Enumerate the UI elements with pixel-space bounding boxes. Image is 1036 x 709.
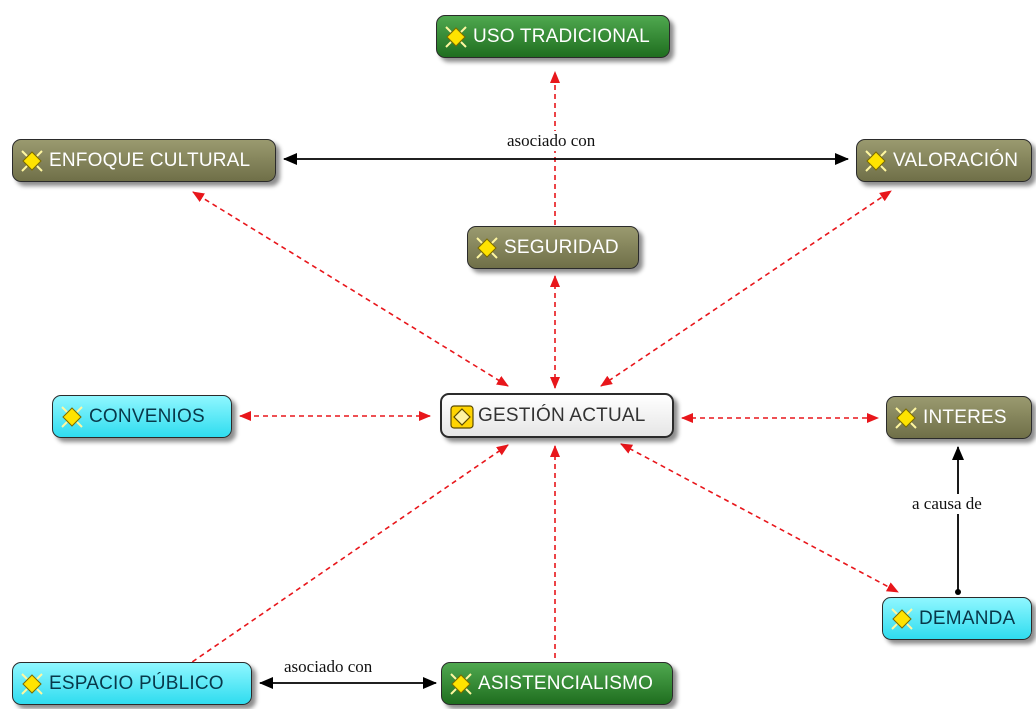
node-label: DEMANDA — [919, 607, 1016, 629]
node-uso-tradicional[interactable]: USO TRADICIONAL — [436, 15, 670, 58]
root-concept-icon — [450, 404, 474, 429]
node-label: ESPACIO PÚBLICO — [49, 672, 224, 694]
node-enfoque-cultural[interactable]: ENFOQUE CULTURAL — [12, 139, 276, 182]
concept-icon — [450, 672, 472, 695]
node-label: VALORACIÓN — [893, 149, 1019, 171]
link-gestion-enfoque-cultural[interactable] — [192, 191, 509, 387]
node-gestion-actual[interactable]: GESTIÓN ACTUAL — [440, 393, 674, 438]
concept-icon — [895, 406, 917, 429]
link-label-asociado-con-bottom: asociado con — [282, 657, 375, 677]
link-gestion-valoracion[interactable] — [600, 190, 892, 387]
node-label: SEGURIDAD — [504, 236, 619, 258]
concept-icon — [21, 149, 43, 172]
node-valoracion[interactable]: VALORACIÓN — [856, 139, 1032, 182]
link-gestion-espacio-publico[interactable] — [162, 444, 509, 683]
node-label: ASISTENCIALISMO — [478, 672, 654, 694]
node-label: USO TRADICIONAL — [473, 25, 650, 47]
concept-icon — [865, 149, 887, 172]
node-label: ENFOQUE CULTURAL — [49, 149, 251, 171]
node-demanda[interactable]: DEMANDA — [882, 597, 1032, 640]
concept-icon — [21, 672, 43, 695]
node-interes[interactable]: INTERES — [886, 396, 1032, 439]
node-convenios[interactable]: CONVENIOS — [52, 395, 232, 438]
node-espacio-publico[interactable]: ESPACIO PÚBLICO — [12, 662, 252, 705]
concept-icon — [476, 236, 498, 259]
concept-icon — [445, 25, 467, 48]
link-label-a-causa-de: a causa de — [910, 494, 984, 514]
concept-icon — [61, 405, 83, 428]
node-label: INTERES — [923, 406, 1007, 428]
link-label-asociado-con-top: asociado con — [505, 131, 598, 151]
node-label: GESTIÓN ACTUAL — [478, 404, 646, 426]
node-asistencialismo[interactable]: ASISTENCIALISMO — [441, 662, 673, 705]
link-connector-dot — [955, 589, 961, 595]
node-label: CONVENIOS — [89, 405, 205, 427]
link-gestion-demanda[interactable] — [620, 443, 899, 593]
concept-icon — [891, 607, 913, 630]
node-seguridad[interactable]: SEGURIDAD — [467, 226, 639, 269]
